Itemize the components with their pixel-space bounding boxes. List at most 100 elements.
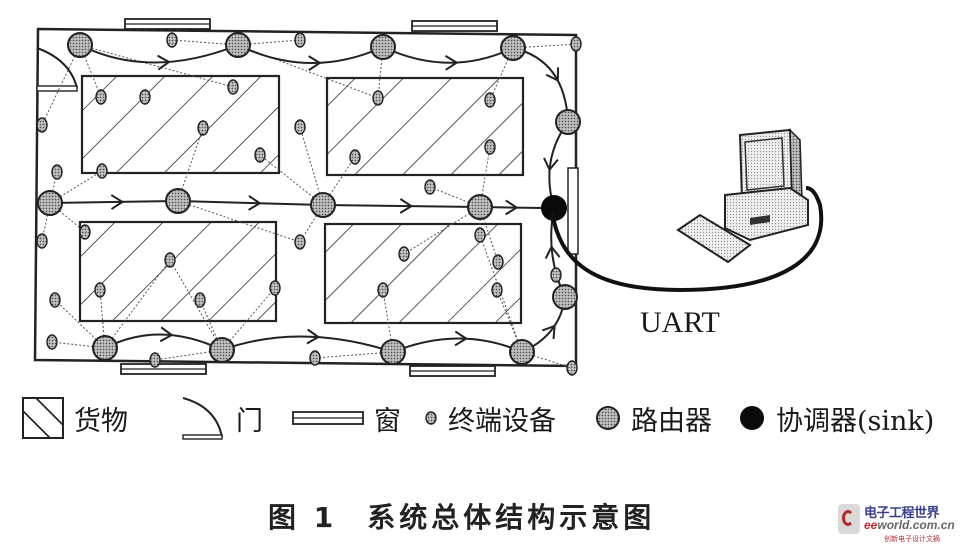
legend-label-door: 门 <box>236 405 263 437</box>
window-double-line-icon <box>292 411 364 425</box>
wireless-link <box>299 204 324 243</box>
uart-cable <box>550 186 824 293</box>
end-device-node <box>139 89 151 105</box>
end-device-node <box>398 246 410 262</box>
legend-label-goods: 货物 <box>74 405 128 437</box>
goods-areas <box>78 74 525 325</box>
watermark-url: eeworld.com.cn <box>864 518 955 532</box>
goods-area-bottom-left <box>78 220 278 323</box>
router-node <box>310 192 336 218</box>
router-node <box>209 337 235 363</box>
end-device-node <box>49 292 61 308</box>
end-device-node <box>197 120 209 136</box>
wireless-link <box>41 44 81 126</box>
legend-item-goods: 货物 <box>22 388 128 448</box>
legend-item-end-device: 终端设备 <box>424 388 556 448</box>
end-device-node <box>164 252 176 268</box>
legend-item-window: 窗 <box>292 388 401 448</box>
route-arrow-icon <box>544 245 561 259</box>
route-arrow-icon <box>542 324 556 340</box>
watermark-site-name: 电子工程世界 <box>864 506 940 521</box>
wireless-link <box>259 154 324 206</box>
router-node <box>467 194 493 220</box>
end-device-node <box>372 90 384 106</box>
warehouse-building <box>33 18 579 377</box>
end-device-node <box>254 147 266 163</box>
legend: 货物 门 窗 终端设备 路由器 协调器(sink) <box>0 388 964 448</box>
wireless-link <box>496 289 523 353</box>
black-circle-icon <box>740 406 764 430</box>
end-device-node <box>550 267 562 283</box>
end-device-node <box>36 117 48 133</box>
wireless-link <box>221 287 276 351</box>
wireless-link <box>171 39 239 46</box>
wireless-link <box>382 289 394 353</box>
legend-item-router: 路由器 <box>595 388 712 448</box>
end-device-node <box>294 119 306 135</box>
route-arrow-icon <box>454 330 469 347</box>
wireless-link <box>169 259 223 351</box>
network-nodes <box>36 32 582 376</box>
router-node <box>380 339 406 365</box>
end-device-node <box>36 233 48 249</box>
end-device-node <box>484 92 496 108</box>
router-node <box>92 335 118 361</box>
watermark-slogan: 创新电子设计文摘 <box>884 535 940 543</box>
route-arrow-icon <box>399 198 414 214</box>
end-device-node <box>566 360 578 376</box>
router-node <box>509 339 535 365</box>
end-device-node <box>46 334 58 350</box>
wireless-link <box>299 126 324 206</box>
routing-path <box>322 204 481 208</box>
route-arrow-icon <box>445 54 459 71</box>
router-node <box>225 32 251 58</box>
end-device-node <box>474 227 486 243</box>
watermark-url-prefix: ee <box>864 518 878 532</box>
routing-path <box>79 44 239 64</box>
legend-label-router: 路由器 <box>631 405 712 437</box>
small-dot-icon <box>425 411 437 425</box>
wireless-link <box>403 206 481 255</box>
wireless-link <box>49 202 86 233</box>
route-arrow-icon <box>505 199 519 216</box>
legend-label-window: 窗 <box>374 405 401 437</box>
door <box>36 47 78 92</box>
router-node <box>500 35 526 61</box>
end-device-node <box>570 36 582 52</box>
routing-path <box>49 200 179 204</box>
route-arrow-icon <box>110 194 125 210</box>
end-device-node <box>269 280 281 296</box>
gray-circle-icon <box>596 406 620 430</box>
window-top-left <box>124 18 211 30</box>
route-arrow-icon <box>543 157 559 172</box>
router-node <box>552 284 578 310</box>
end-device-node <box>424 179 436 195</box>
hatched-square-icon <box>22 397 64 439</box>
end-device-node <box>227 79 239 95</box>
end-device-node <box>95 89 107 105</box>
routing-path <box>104 333 223 351</box>
end-device-node <box>491 282 503 298</box>
wireless-link <box>177 200 301 243</box>
computer-icon <box>676 128 809 264</box>
wireless-link <box>512 43 577 49</box>
routing-path <box>548 121 569 209</box>
goods-area-bottom-right <box>323 222 523 325</box>
router-node <box>370 34 396 60</box>
coordinator-sink-node <box>541 195 567 221</box>
routing-path <box>382 46 514 64</box>
routing-path <box>221 335 394 353</box>
routing-paths <box>49 44 569 353</box>
route-arrow-icon <box>308 55 322 71</box>
end-device-node <box>79 224 91 240</box>
router-node <box>67 32 93 58</box>
goods-area-top-left <box>80 74 281 175</box>
wireless-link <box>54 299 106 349</box>
window-top-right <box>411 20 498 32</box>
legend-label-end-device: 终端设备 <box>448 405 556 437</box>
end-device-node <box>377 282 389 298</box>
end-device-node <box>194 292 206 308</box>
figure-title: 系统总体结构示意图 <box>367 501 656 534</box>
end-device-node <box>294 32 306 48</box>
end-device-node <box>94 282 106 298</box>
